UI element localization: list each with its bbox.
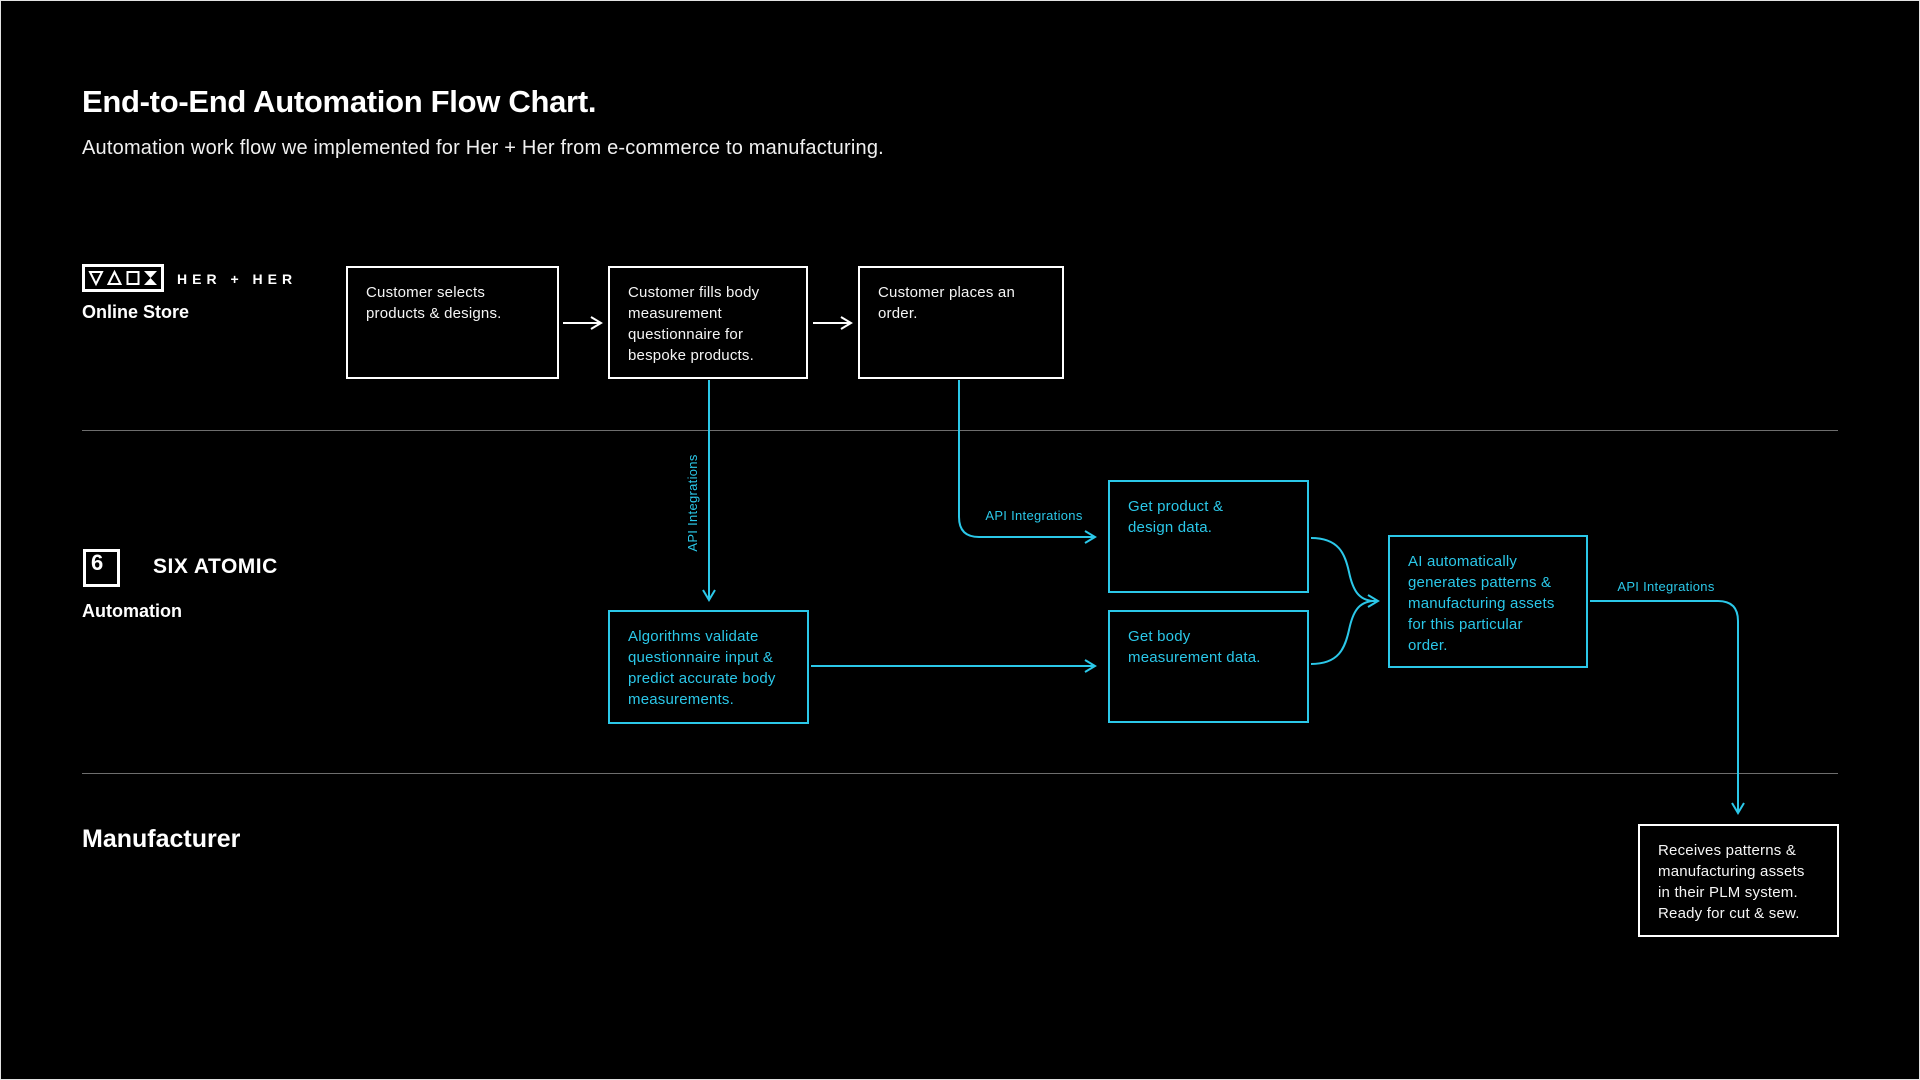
page-title: End-to-End Automation Flow Chart. bbox=[82, 84, 597, 119]
node-text: Get product & design data. bbox=[1128, 498, 1224, 536]
api-integrations-label-ai: API Integrations bbox=[1617, 579, 1715, 594]
node-get-product-data: Get product & design data. bbox=[1108, 480, 1309, 593]
node-text: Algorithms validate questionnaire input … bbox=[628, 628, 776, 708]
vaix-geometric-glyphs-icon bbox=[82, 264, 164, 292]
six-digit: 6 bbox=[91, 550, 104, 575]
arrow-ai-to-manufacturer bbox=[1590, 600, 1745, 815]
brand-her-her: HER + HER bbox=[177, 271, 298, 287]
node-text: Customer selects products & designs. bbox=[366, 284, 502, 322]
node-text: AI automatically generates patterns & ma… bbox=[1408, 553, 1555, 654]
api-integrations-label-vertical: API Integrations bbox=[685, 454, 700, 552]
node-get-body-data: Get body measurement data. bbox=[1108, 610, 1309, 723]
node-ai-generates: AI automatically generates patterns & ma… bbox=[1388, 535, 1588, 668]
node-text: Get body measurement data. bbox=[1128, 628, 1261, 666]
node-algorithms-validate: Algorithms validate questionnaire input … bbox=[608, 610, 809, 724]
merge-curve-bottom bbox=[1310, 600, 1374, 665]
node-receives-patterns: Receives patterns & manufacturing assets… bbox=[1638, 824, 1839, 937]
page-subtitle: Automation work flow we implemented for … bbox=[82, 137, 884, 159]
api-integrations-label-order: API Integrations bbox=[985, 508, 1083, 523]
lane-label-automation: Automation bbox=[82, 601, 182, 621]
node-text: Customer fills body measurement question… bbox=[628, 284, 760, 364]
lane-label-manufacturer: Manufacturer bbox=[82, 825, 241, 853]
node-customer-fills-questionnaire: Customer fills body measurement question… bbox=[608, 266, 808, 379]
lane-label-online-store: Online Store bbox=[82, 302, 190, 322]
node-text: Receives patterns & manufacturing assets… bbox=[1658, 842, 1805, 922]
merge-curve-top bbox=[1310, 537, 1374, 602]
brand-six-atomic: SIX ATOMIC bbox=[153, 555, 278, 578]
node-customer-places-order: Customer places an order. bbox=[858, 266, 1064, 379]
node-text: Customer places an order. bbox=[878, 284, 1015, 322]
node-customer-selects: Customer selects products & designs. bbox=[346, 266, 559, 379]
six-digit-square-icon: 6 bbox=[83, 549, 120, 587]
